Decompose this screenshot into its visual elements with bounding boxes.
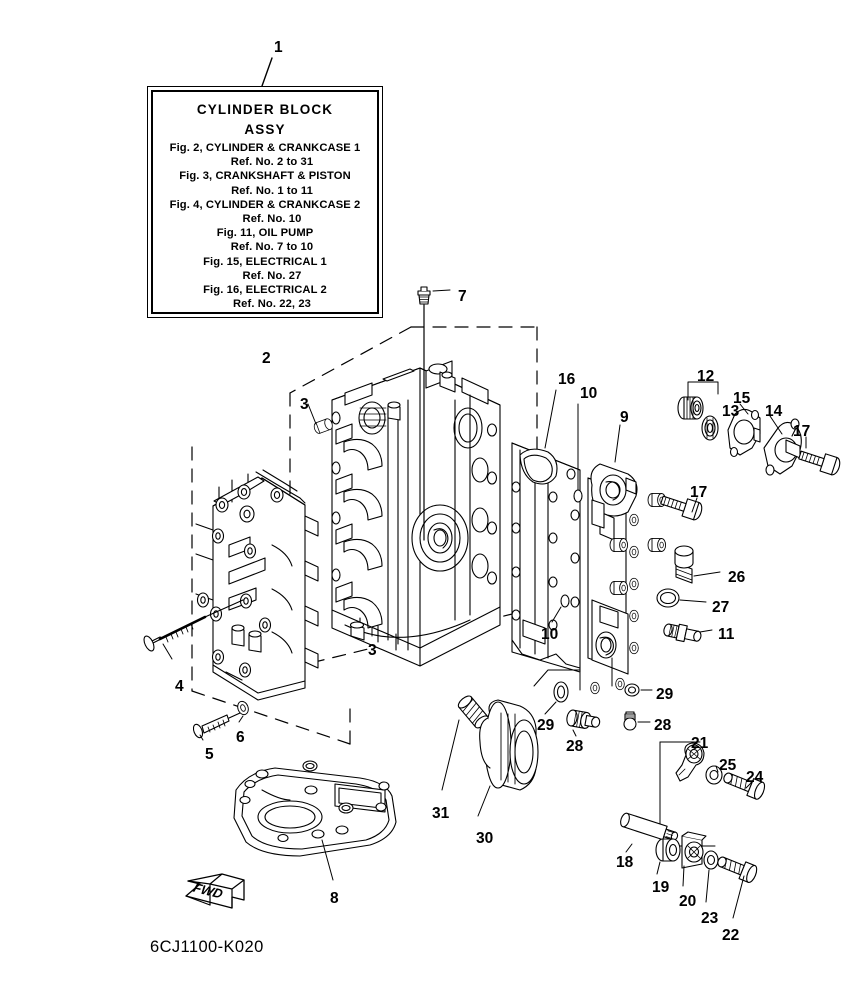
callout-number-24: 24 — [746, 769, 764, 786]
callout-number-4: 4 — [175, 678, 184, 695]
legend-ref-3: Ref. No. 1 to 11 — [231, 184, 313, 197]
legend-fig-15: Fig. 15, ELECTRICAL 1 — [203, 255, 327, 268]
legend-ref-4: Ref. No. 10 — [242, 213, 302, 226]
drawing-part-code: 6CJ1100-K020 — [150, 938, 264, 956]
legend-ref-2: Ref. No. 2 to 31 — [230, 156, 314, 169]
legend-ref-11: Ref. No. 7 to 10 — [230, 241, 314, 254]
fwd-arrow-label: FWD — [191, 880, 225, 901]
callout-number-19: 19 — [652, 879, 670, 896]
callout-number-10: 10 — [541, 626, 559, 643]
callout-number-9: 9 — [620, 409, 629, 426]
callout-number-25: 25 — [719, 757, 737, 774]
callout-number-15: 15 — [733, 390, 751, 407]
callout-number-6: 6 — [236, 729, 245, 746]
callout-number-10: 10 — [580, 385, 598, 402]
legend-fig-16: Fig. 16, ELECTRICAL 2 — [203, 284, 327, 297]
callout-number-27: 27 — [712, 599, 730, 616]
callout-number-28: 28 — [566, 738, 584, 755]
callout-number-12: 12 — [697, 368, 715, 385]
callout-number-28: 28 — [654, 717, 672, 734]
callout-number-17: 17 — [793, 423, 811, 440]
callout-number-31: 31 — [432, 805, 450, 822]
callout-number-26: 26 — [728, 569, 746, 586]
callout-number-7: 7 — [458, 288, 467, 305]
callout-number-29: 29 — [656, 686, 674, 703]
legend-fig-11: Fig. 11, OIL PUMP — [216, 227, 314, 240]
callout-number-11: 11 — [718, 626, 735, 643]
callout-number-29: 29 — [537, 717, 555, 734]
callout-number-14: 14 — [765, 403, 783, 420]
cylinder-block-legend-box: CYLINDER BLOCK ASSY Fig. 2, CYLINDER & C… — [147, 86, 383, 318]
legend-fig-2: Fig. 2, CYLINDER & CRANKCASE 1 — [169, 142, 361, 154]
callout-number-1: 1 — [274, 39, 283, 56]
callout-number-17: 17 — [690, 484, 708, 501]
legend-title-line1: CYLINDER BLOCK — [196, 102, 334, 117]
legend-ref-15: Ref. No. 27 — [242, 269, 302, 282]
callout-number-8: 8 — [330, 890, 339, 907]
legend-fig-4: Fig. 4, CYLINDER & CRANKCASE 2 — [169, 198, 361, 211]
callout-number-3: 3 — [300, 396, 309, 413]
legend-inner-frame: CYLINDER BLOCK ASSY Fig. 2, CYLINDER & C… — [151, 90, 379, 314]
callout-number-18: 18 — [616, 854, 634, 871]
legend-title-line2: ASSY — [244, 122, 286, 137]
callout-number-23: 23 — [701, 910, 719, 927]
callout-number-16: 16 — [558, 371, 576, 388]
callout-number-2: 2 — [262, 350, 271, 367]
callout-number-20: 20 — [679, 893, 697, 910]
callout-number-5: 5 — [205, 746, 214, 763]
callout-number-3: 3 — [368, 642, 377, 659]
callout-number-13: 13 — [722, 403, 740, 420]
legend-ref-16: Ref. No. 22, 23 — [233, 298, 311, 311]
legend-fig-3: Fig. 3, CRANKSHAFT & PISTON — [179, 170, 351, 183]
callout-number-30: 30 — [476, 830, 494, 847]
callout-number-21: 21 — [691, 735, 709, 752]
callout-number-22: 22 — [722, 927, 740, 944]
